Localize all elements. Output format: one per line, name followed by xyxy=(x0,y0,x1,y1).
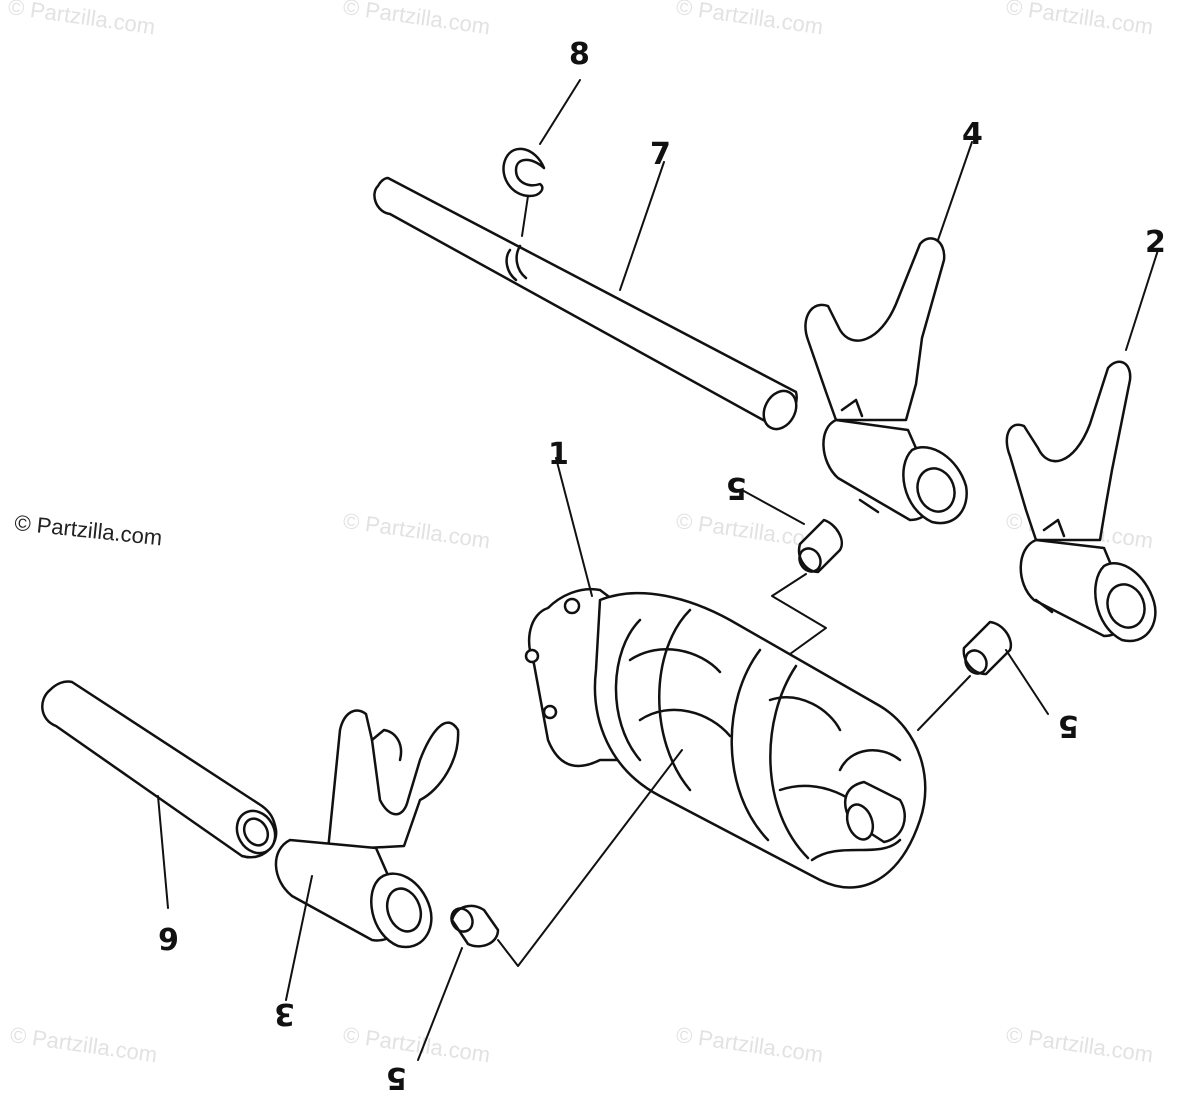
shift-fork-shaft-short xyxy=(41,680,278,859)
callout-5-upper: 5 xyxy=(726,470,747,505)
leader-lines xyxy=(157,79,1159,1061)
guide-pin-upper xyxy=(797,518,843,574)
shift-fork-right xyxy=(1005,360,1157,643)
shift-fork-shaft-long xyxy=(373,176,798,431)
guide-pin-right xyxy=(962,620,1013,676)
callout-1: 1 xyxy=(548,437,569,472)
callout-4: 4 xyxy=(962,117,983,152)
callout-6: 6 xyxy=(158,920,179,955)
shift-fork-lower xyxy=(274,709,460,949)
callout-3: 3 xyxy=(274,996,295,1031)
callout-5-right: 5 xyxy=(1058,708,1079,743)
callout-7: 7 xyxy=(650,137,671,172)
callout-2: 2 xyxy=(1145,225,1166,260)
callout-8: 8 xyxy=(569,37,590,72)
guide-pin-lower xyxy=(450,904,500,948)
shift-drum xyxy=(524,587,927,889)
callout-5-lower: 5 xyxy=(386,1060,407,1095)
shift-fork-upper xyxy=(804,237,968,525)
circlip xyxy=(502,147,546,198)
